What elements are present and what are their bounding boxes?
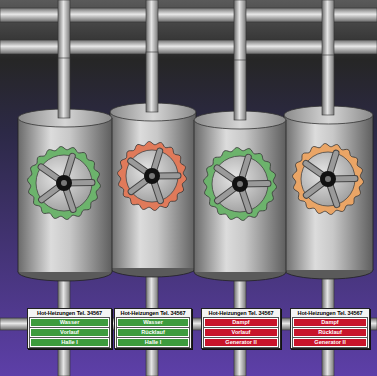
tank-edge xyxy=(373,115,374,270)
sign-row: Rücklauf xyxy=(293,328,367,337)
wheel-hub xyxy=(232,176,248,192)
sign-row: Dampf xyxy=(204,318,278,327)
tank-edge xyxy=(18,118,19,272)
tank-body xyxy=(284,115,373,270)
horizontal-pipe xyxy=(0,40,377,54)
sign-row: Halle I xyxy=(30,338,109,347)
wheel-disk xyxy=(212,156,268,212)
wheel-hub xyxy=(61,180,67,186)
tank-edge xyxy=(112,118,113,272)
wheel-disk xyxy=(301,152,355,206)
info-sign: Hot-Heizungen Tel. 34567WasserRücklaufHa… xyxy=(114,308,192,349)
sign-title: Hot-Heizungen Tel. 34567 xyxy=(204,310,278,317)
horizontal-pipe xyxy=(0,8,377,22)
tank xyxy=(284,55,373,279)
tank-body xyxy=(110,112,196,268)
sign-title: Hot-Heizungen Tel. 34567 xyxy=(30,310,109,317)
wheel-disk xyxy=(126,150,178,202)
vertical-pipe xyxy=(58,58,70,118)
info-sign: Hot-Heizungen Tel. 34567WasserVorlaufHal… xyxy=(27,308,112,349)
wheel-hub xyxy=(56,175,72,191)
handwheel xyxy=(28,147,101,220)
sign-row: Generator II xyxy=(204,338,278,347)
handwheel xyxy=(118,142,187,211)
vertical-pipe xyxy=(322,55,334,115)
sign-row: Generator II xyxy=(293,338,367,347)
sign-title: Hot-Heizungen Tel. 34567 xyxy=(293,310,367,317)
sign-row: Halle I xyxy=(117,338,189,347)
vertical-pipe xyxy=(146,52,158,112)
wheel-hub xyxy=(320,171,336,187)
handwheel xyxy=(204,148,277,221)
sign-row: Wasser xyxy=(117,318,189,327)
wheel-hub xyxy=(149,173,155,179)
tank xyxy=(18,58,112,281)
info-sign: Hot-Heizungen Tel. 34567DampfRücklaufGen… xyxy=(290,308,370,349)
sign-title: Hot-Heizungen Tel. 34567 xyxy=(117,310,189,317)
tank-body xyxy=(194,120,286,272)
sign-row: Rücklauf xyxy=(117,328,189,337)
wheel-hub xyxy=(237,181,243,187)
sign-row: Wasser xyxy=(30,318,109,327)
vertical-pipe xyxy=(234,60,246,120)
wheel-disk xyxy=(36,155,92,211)
tank-edge xyxy=(286,120,287,272)
wheel-rim xyxy=(293,144,364,215)
handwheel xyxy=(293,144,364,215)
tank-edge xyxy=(194,120,195,272)
sign-row: Vorlauf xyxy=(30,328,109,337)
wheel-hub xyxy=(325,176,331,182)
sign-row: Vorlauf xyxy=(204,328,278,337)
wheel-rim xyxy=(204,148,277,221)
tank xyxy=(194,60,286,281)
tank xyxy=(110,52,196,277)
wheel-rim xyxy=(28,147,101,220)
wheel-hub xyxy=(144,168,160,184)
sign-row: Dampf xyxy=(293,318,367,327)
info-sign: Hot-Heizungen Tel. 34567DampfVorlaufGene… xyxy=(201,308,281,349)
wheel-rim xyxy=(118,142,187,211)
tank-body xyxy=(18,118,112,272)
